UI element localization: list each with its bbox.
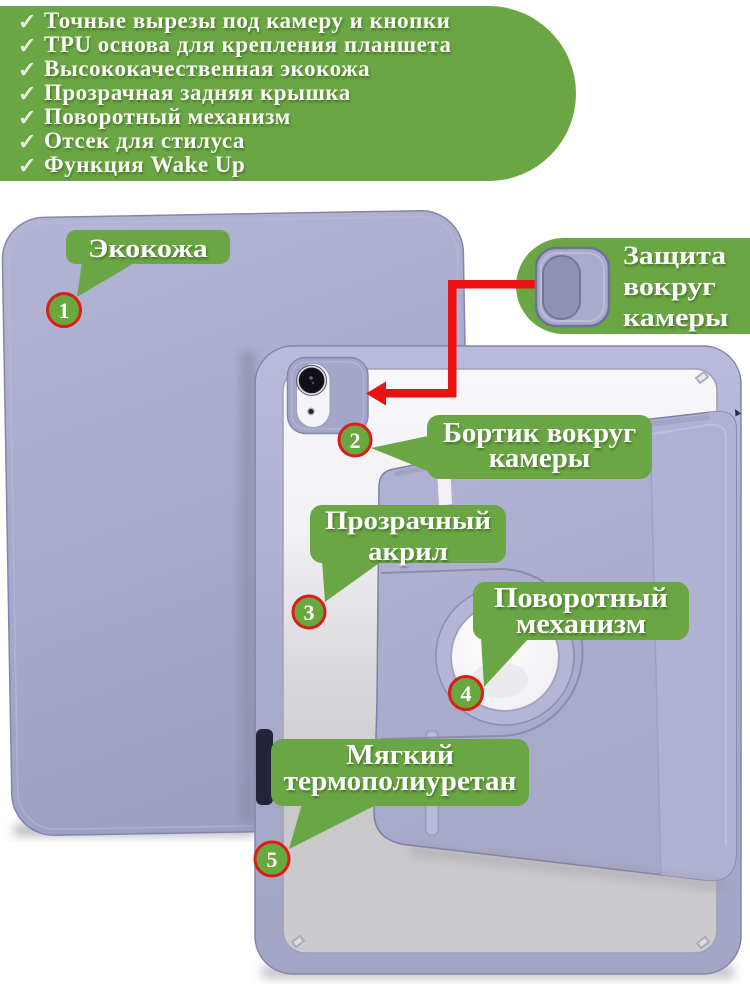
svg-text:4: 4 (461, 681, 472, 706)
svg-text:2: 2 (350, 428, 361, 453)
svg-text:1: 1 (59, 298, 70, 323)
svg-text:5: 5 (267, 847, 278, 872)
svg-text:3: 3 (304, 600, 315, 625)
